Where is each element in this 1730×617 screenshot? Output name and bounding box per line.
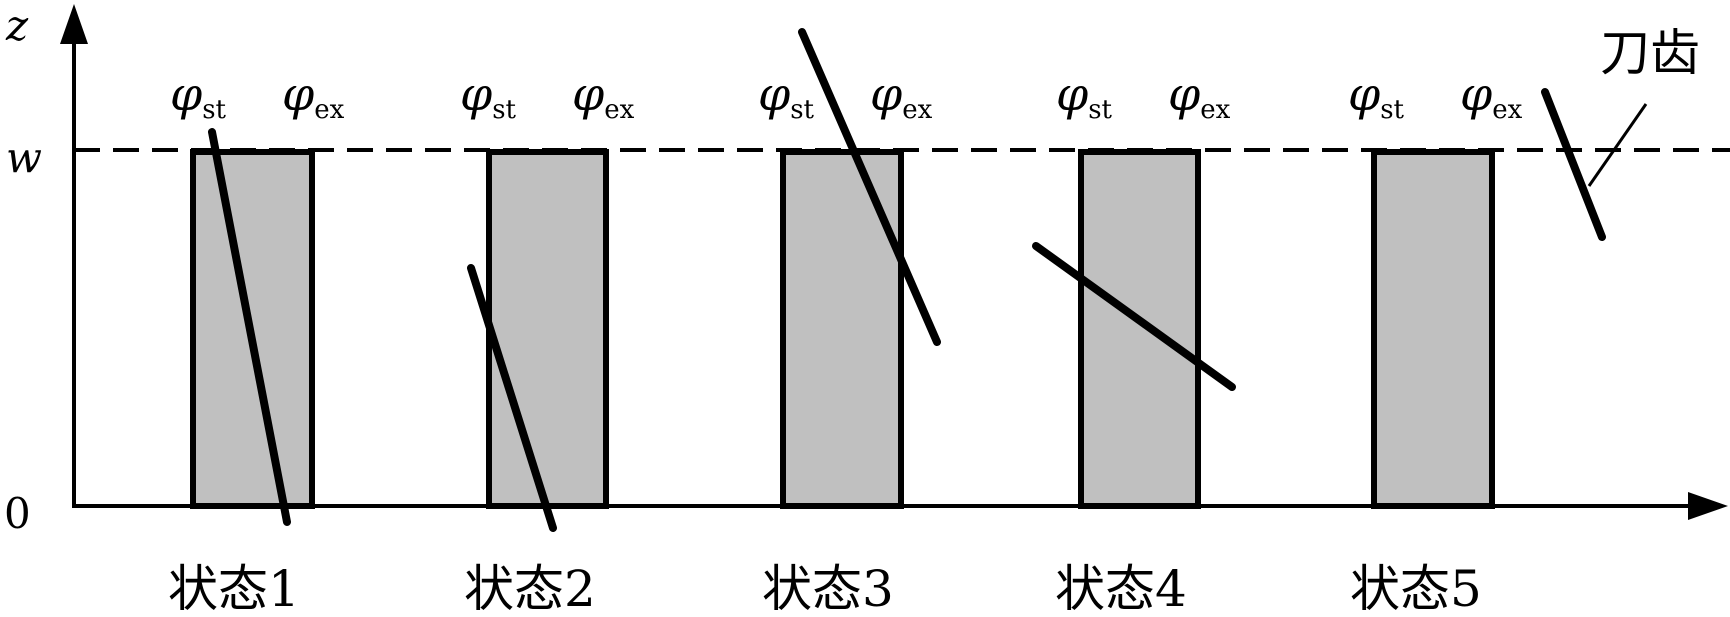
leader-line	[1587, 103, 1648, 187]
workpiece-block	[1371, 149, 1495, 509]
tooth-callout: 刀齿	[1541, 24, 1700, 241]
exit-angle-label: φex	[572, 67, 635, 125]
state-5: φst φex 状态5	[1348, 67, 1523, 617]
exit-angle-label: φex	[282, 67, 345, 125]
state-label: 状态4	[1055, 560, 1187, 617]
exit-angle-label: φex	[1168, 67, 1231, 125]
cutter-tooth	[798, 28, 941, 346]
cutter-tooth	[208, 128, 291, 526]
entry-angle-label: φst	[758, 67, 815, 125]
workpiece-block	[780, 149, 904, 509]
state-label: 状态3	[762, 560, 894, 617]
state-4: φst φex 状态4	[1032, 67, 1236, 617]
state-label: 状态2	[464, 560, 596, 617]
exit-angle-label: φex	[1460, 67, 1523, 125]
z-axis-arrowhead	[60, 4, 88, 44]
entry-angle-label: φst	[170, 67, 227, 125]
state-2: φst φex 状态2	[460, 67, 635, 617]
cutter-tooth	[467, 264, 557, 532]
entry-angle-label: φst	[1056, 67, 1113, 125]
cutter-tooth	[1032, 242, 1236, 391]
w-axis-label: w	[6, 133, 42, 182]
workpiece-block	[486, 149, 609, 509]
state-label: 状态1	[168, 560, 300, 617]
state-3: φst φex 状态3	[758, 28, 941, 617]
workpiece-block	[1078, 149, 1201, 509]
state-1: φst φex 状态1	[168, 67, 345, 617]
entry-angle-label: φst	[1348, 67, 1405, 125]
state-label: 状态5	[1350, 560, 1482, 617]
z-axis-label: z	[5, 1, 29, 50]
entry-angle-label: φst	[460, 67, 517, 125]
cutter-tooth	[1541, 88, 1606, 241]
tooth-label: 刀齿	[1600, 24, 1700, 82]
origin-label: 0	[4, 489, 31, 538]
exit-angle-label: φex	[870, 67, 933, 125]
x-axis-arrowhead	[1688, 492, 1728, 520]
